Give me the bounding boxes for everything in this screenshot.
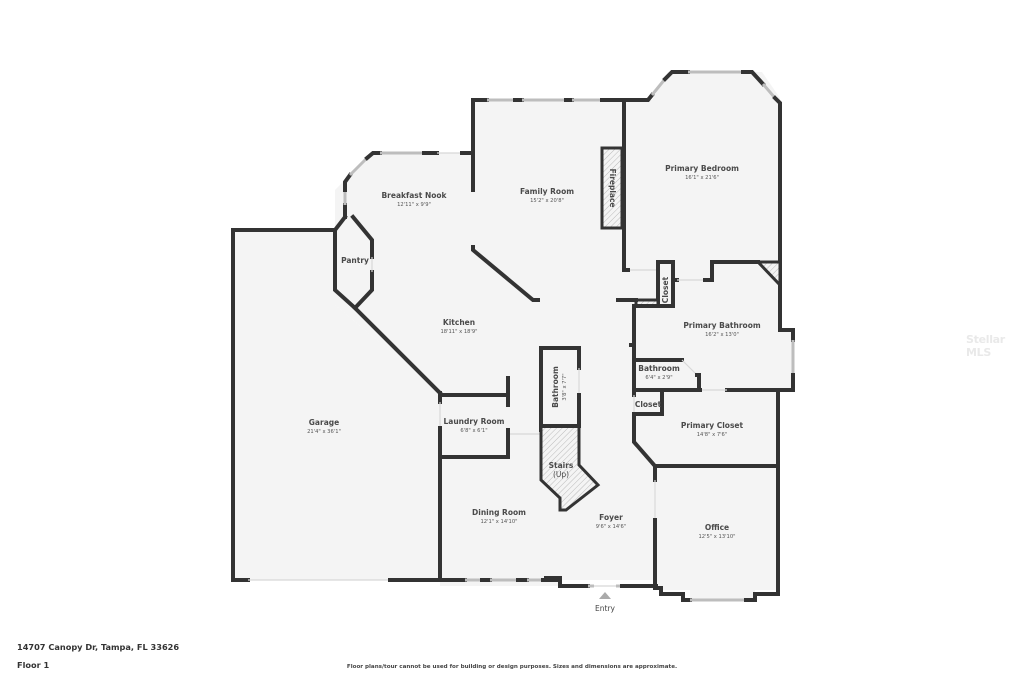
room-dims-office: 12'5" x 13'10"	[698, 534, 735, 540]
entry-label: Entry	[595, 604, 615, 613]
garage-walls	[231, 228, 443, 582]
room-dims-kitchen: 18'11" x 18'9"	[440, 329, 477, 335]
room-label-foyer: Foyer	[599, 513, 623, 522]
room-label-office: Office	[705, 523, 729, 532]
property-address: 14707 Canopy Dr, Tampa, FL 33626	[17, 642, 180, 652]
laundry-room-walls	[438, 376, 540, 459]
entry-arrow-icon	[599, 592, 611, 599]
room-dims-primary-closet: 14'8" x 7'6"	[697, 432, 728, 438]
watermark: Stellar MLS	[966, 333, 1005, 359]
room-label-kitchen: Kitchen	[443, 318, 475, 327]
room-label-breakfast-nook: Breakfast Nook	[381, 191, 447, 200]
room-label-primary-closet: Primary Closet	[681, 421, 744, 430]
room-label-bathroom-half: Bathroom	[551, 366, 560, 408]
room-label-bathroom-small: Bathroom	[638, 364, 680, 373]
primary-bedroom-walls	[622, 70, 782, 292]
room-label-garage: Garage	[309, 418, 339, 427]
room-dims-dining-room: 12'1" x 14'10"	[480, 519, 517, 525]
breakfast-nook-walls	[343, 98, 475, 219]
room-dims-family-room: 15'2" x 20'8"	[530, 198, 564, 204]
room-label-stairs-up: (Up)	[553, 470, 569, 479]
room-label-fireplace: Fireplace	[608, 168, 617, 207]
room-dims-foyer: 9'6" x 14'6"	[596, 524, 627, 530]
room-label-laundry-room: Laundry Room	[444, 417, 505, 426]
room-label-dining-room: Dining Room	[472, 508, 526, 517]
disclaimer-text: Floor plans/tour cannot be used for buil…	[346, 664, 678, 670]
primary-closet-walls	[632, 388, 780, 469]
room-label-family-room: Family Room	[520, 187, 574, 196]
room-label-closet-a: Closet	[661, 276, 670, 303]
closet-a-walls	[616, 260, 714, 308]
pantry-walls	[333, 214, 374, 311]
room-dims-bathroom-half: 3'8" x 7'7"	[562, 373, 568, 400]
primary-bathroom-walls	[629, 288, 795, 392]
room-dims-primary-bedroom: 16'1" x 21'6"	[685, 175, 719, 181]
room-label-primary-bathroom: Primary Bathroom	[683, 321, 761, 330]
room-dims-primary-bathroom: 16'2" x 13'0"	[705, 332, 739, 338]
room-dims-garage: 21'4" x 36'1"	[307, 429, 341, 435]
foyer-walls	[544, 576, 658, 599]
floor-label: Floor 1	[17, 660, 50, 670]
room-label-closet-b: Closet	[635, 400, 662, 409]
dining-room-walls	[438, 453, 562, 582]
half-bath-stairs-walls	[539, 346, 601, 512]
room-dims-laundry-room: 6'8" x 6'1"	[460, 428, 487, 434]
room-label-stairs: Stairs	[549, 461, 574, 470]
family-room-walls	[471, 98, 627, 302]
room-dims-breakfast-nook: 12'11" x 9'9"	[397, 202, 431, 208]
room-label-primary-bedroom: Primary Bedroom	[665, 164, 739, 173]
room-label-pantry: Pantry	[341, 256, 369, 265]
room-dims-bathroom-small: 6'4" x 2'9"	[645, 375, 672, 381]
room-labels: Breakfast Nook 12'11" x 9'9" Family Room…	[307, 164, 761, 540]
